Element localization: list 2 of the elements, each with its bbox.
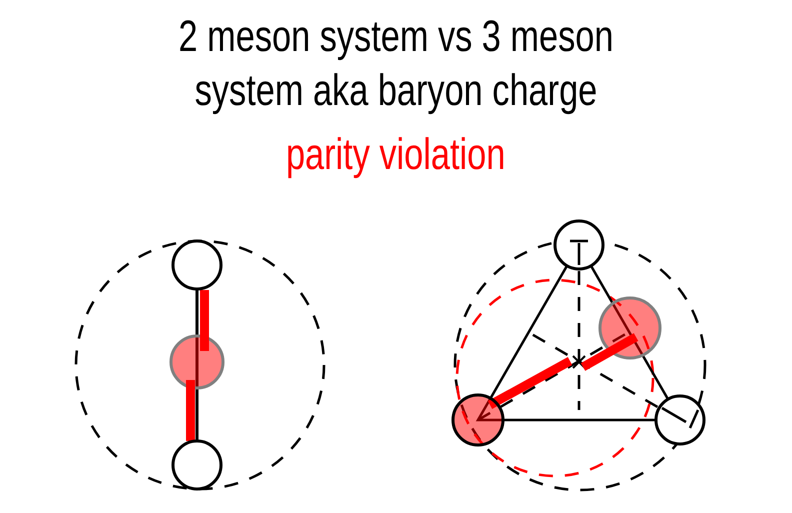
subtitle: parity violation [286,129,506,181]
title: 2 meson system vs 3 meson system aka baryon charge [178,11,614,117]
